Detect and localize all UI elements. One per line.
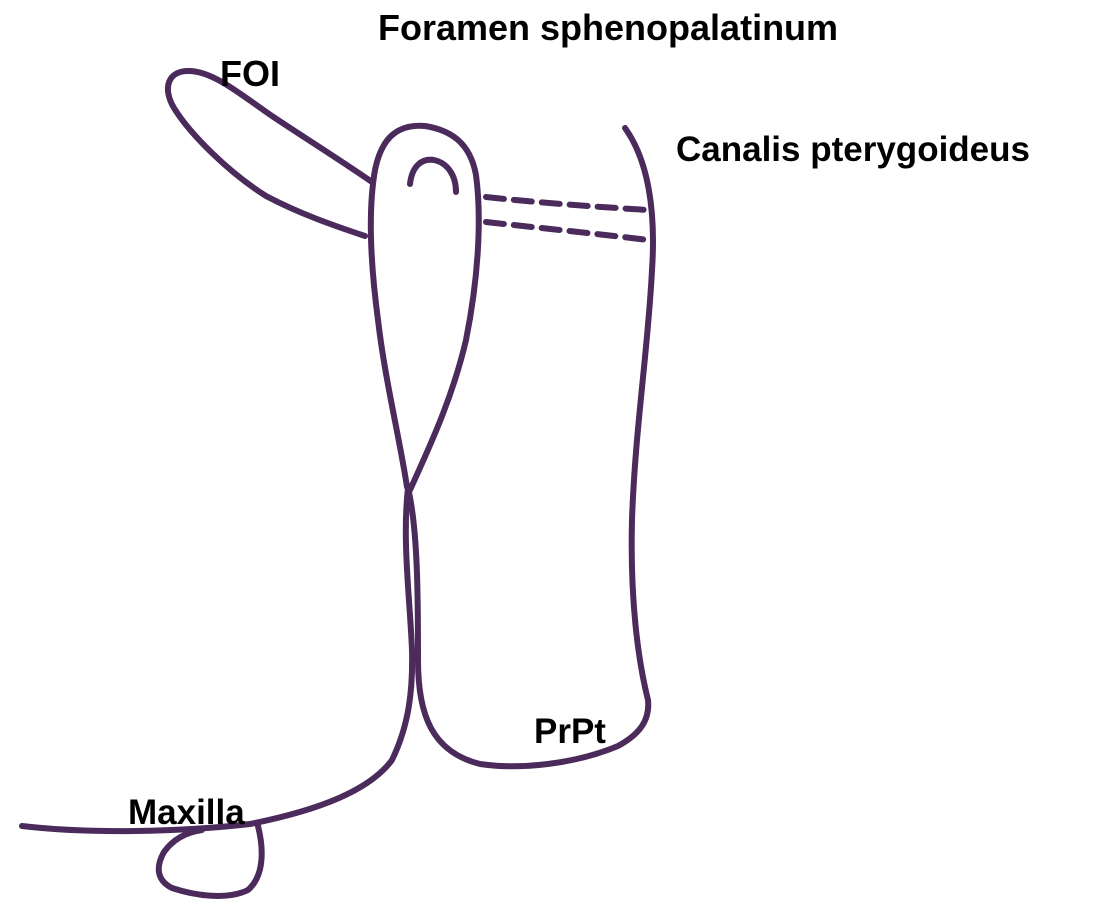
- label-prpt: PrPt: [534, 714, 606, 749]
- foramen-hook: [410, 160, 456, 192]
- label-canalis-pterygoideus: Canalis pterygoideus: [676, 132, 1030, 167]
- central-loop-outline: [371, 126, 479, 490]
- canal-dash-upper: [486, 197, 648, 210]
- pterygoid-plate-outline: [408, 128, 653, 766]
- label-foramen-sphenopalatinum: Foramen sphenopalatinum: [378, 10, 838, 46]
- foi-process-outline: [168, 71, 372, 236]
- label-maxilla: Maxilla: [128, 795, 245, 830]
- canal-dash-lower: [486, 222, 648, 240]
- maxilla-blob: [159, 826, 262, 896]
- label-foi: FOI: [220, 56, 280, 92]
- stem-to-maxilla: [22, 488, 412, 831]
